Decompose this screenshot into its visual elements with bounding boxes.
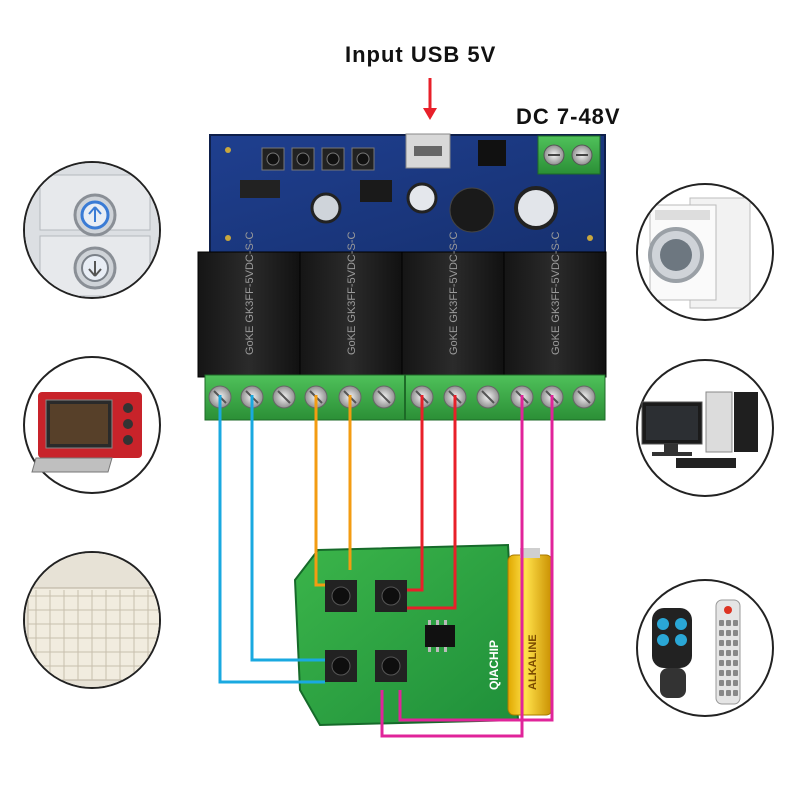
washing-machine-illustration — [636, 183, 774, 321]
remote-button-4 — [375, 650, 407, 682]
elevator-buttons-illustration — [23, 161, 161, 299]
relay-model-label: GoKE GK3FF-5VDC-S-C — [448, 231, 460, 355]
remote-brand-label: QIACHIP — [487, 640, 501, 690]
relay-2 — [299, 251, 403, 378]
input-usb-label: Input USB 5V — [345, 42, 497, 67]
arrow-down-icon — [423, 78, 437, 120]
garage-door-illustration — [23, 551, 161, 689]
remote-controls-illustration — [636, 579, 774, 717]
battery-label: ALKALINE — [527, 634, 539, 690]
relay-model-label: GoKE GK3FF-5VDC-S-C — [346, 231, 358, 355]
relay-model-label: GoKE GK3FF-5VDC-S-C — [244, 231, 256, 355]
relay-3 — [401, 251, 505, 378]
remote-button-1 — [325, 580, 357, 612]
remote-board — [293, 543, 553, 727]
relay-1 — [197, 251, 301, 378]
relay-4 — [503, 251, 607, 378]
remote-button-3 — [325, 650, 357, 682]
relay-model-label: GoKE GK3FF-5VDC-S-C — [550, 231, 562, 355]
toaster-oven-illustration — [23, 356, 161, 494]
wiring — [218, 395, 554, 738]
desktop-computer-illustration — [636, 359, 774, 497]
remote-button-2 — [375, 580, 407, 612]
dc-input-label: DC 7-48V — [516, 104, 621, 129]
relay-board — [197, 133, 607, 421]
